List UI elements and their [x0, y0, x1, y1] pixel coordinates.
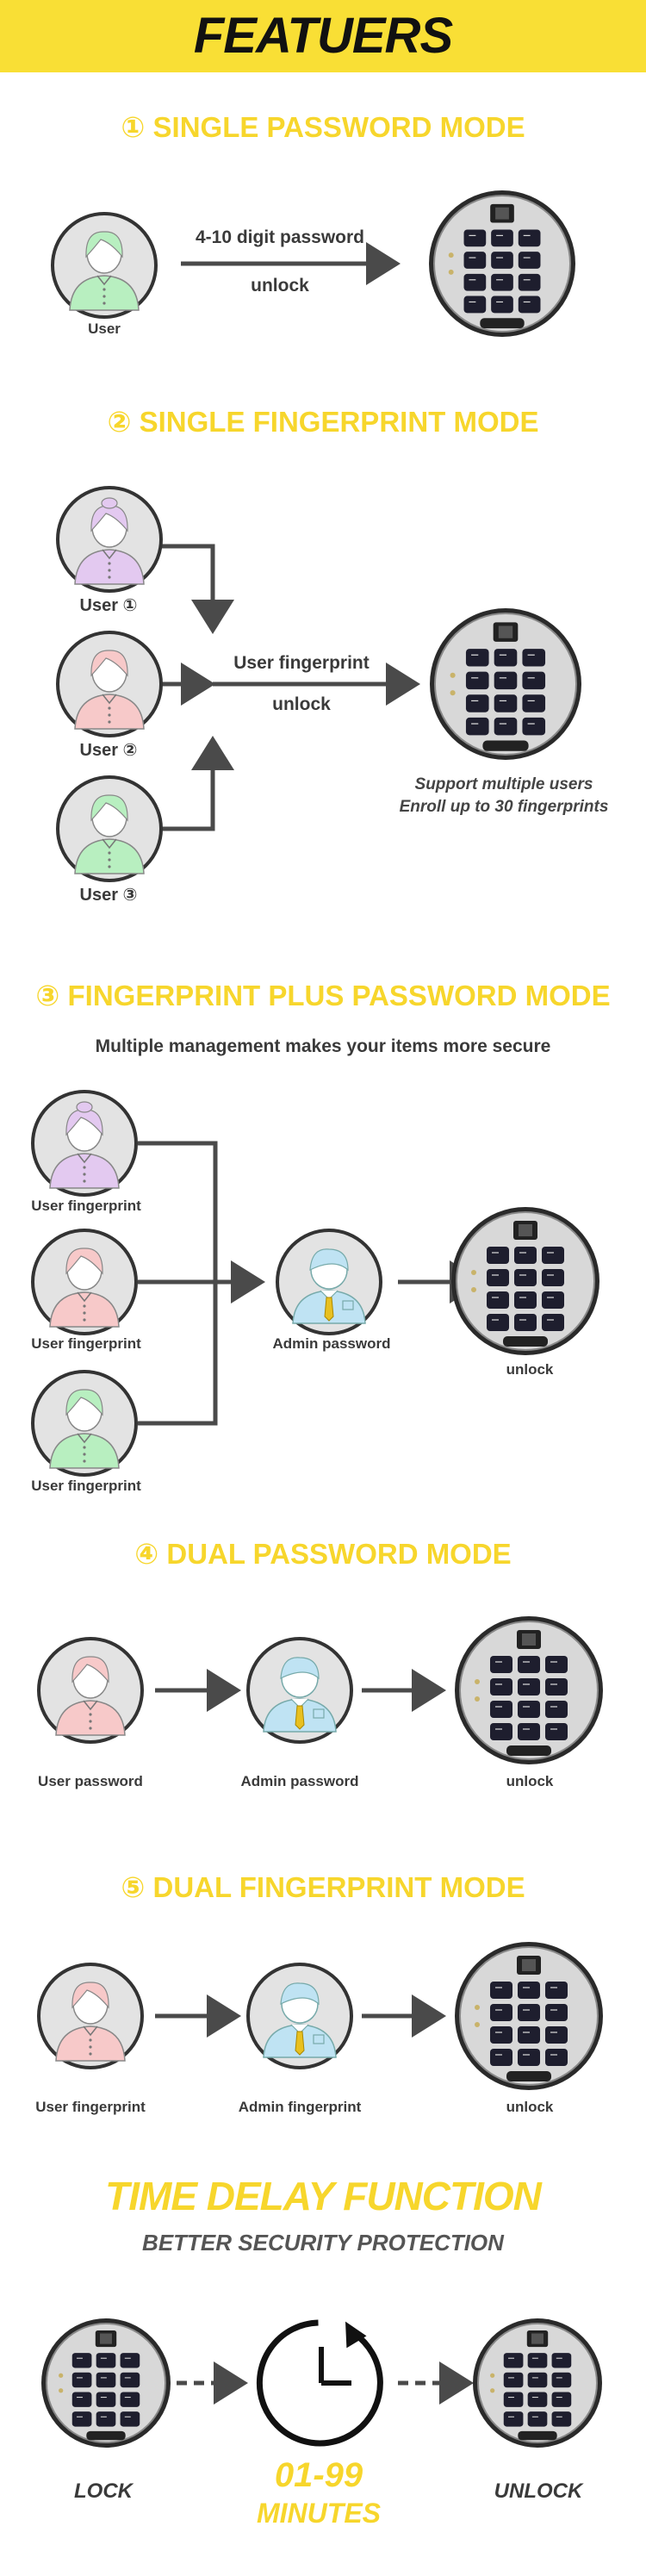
s2-keypad-lock-icon — [430, 608, 581, 760]
s3-unlock-label: unlock — [506, 1361, 554, 1378]
s2-user-1-avatar-icon — [56, 486, 163, 593]
header-banner: FEATUERS — [0, 0, 646, 72]
section-5-title: ⑤ DUAL FINGERPRINT MODE — [121, 1871, 525, 1903]
s2-note-line-1: Support multiple users — [414, 775, 593, 793]
s1-arrow-bottom-label: unlock — [251, 276, 309, 296]
s1-arrow-top-label: 4-10 digit password — [195, 227, 365, 247]
s1-user-avatar-icon — [51, 212, 158, 319]
s2-user-3-label: User ③ — [79, 886, 138, 905]
s5-user-avatar-icon — [37, 1963, 144, 2069]
s4-admin-label: Admin password — [240, 1773, 359, 1789]
s3-admin-label: Admin password — [272, 1335, 391, 1352]
s2-user-2-avatar-icon — [56, 631, 163, 737]
time-delay-unlock-icon — [473, 2318, 602, 2448]
s5-unlock-label: unlock — [506, 2099, 554, 2115]
clock-icon — [256, 2319, 383, 2447]
time-delay-unit: MINUTES — [257, 2498, 381, 2529]
s2-connector-top — [162, 544, 215, 620]
s5-admin-label: Admin fingerprint — [238, 2099, 362, 2115]
s3-admin-avatar-icon — [276, 1229, 382, 1335]
s4-unlock-label: unlock — [506, 1773, 554, 1789]
s3-keypad-lock-icon — [451, 1207, 599, 1355]
section-1-title: ① SINGLE PASSWORD MODE — [121, 111, 525, 143]
s4-admin-avatar-icon — [246, 1637, 353, 1744]
s2-arrow-bottom-label: unlock — [272, 694, 331, 714]
s4-user-label: User password — [38, 1773, 143, 1789]
section-3-subtitle: Multiple management makes your items mor… — [95, 1036, 551, 1056]
s3-user-2-avatar-icon — [31, 1229, 138, 1335]
s5-user-label: User fingerprint — [35, 2099, 146, 2115]
s4-keypad-lock-icon — [455, 1616, 603, 1764]
s3-user-2-label: User fingerprint — [31, 1335, 141, 1352]
time-delay-subtitle: BETTER SECURITY PROTECTION — [142, 2230, 504, 2256]
s3-user-1-label: User fingerprint — [31, 1198, 141, 1214]
page-title: FEATUERS — [193, 8, 453, 64]
time-delay-unlock-label: UNLOCK — [494, 2480, 583, 2503]
s5-keypad-lock-icon — [455, 1942, 603, 2090]
s2-user-2-label: User ② — [79, 741, 138, 760]
time-delay-title: TIME DELAY FUNCTION — [105, 2174, 542, 2218]
icons-layer — [31, 190, 603, 2448]
section-4-title: ④ DUAL PASSWORD MODE — [134, 1538, 512, 1570]
section-3-title: ③ FINGERPRINT PLUS PASSWORD MODE — [35, 980, 611, 1011]
s2-arrow-top-label: User fingerprint — [233, 653, 370, 673]
connector-lines — [138, 242, 484, 2405]
s1-user-label: User — [88, 320, 121, 337]
s3-user-1-avatar-icon — [31, 1090, 138, 1197]
s2-user-3-avatar-icon — [56, 775, 163, 882]
time-delay-lock-label: LOCK — [74, 2480, 133, 2503]
s5-admin-avatar-icon — [246, 1963, 353, 2069]
s4-user-avatar-icon — [37, 1637, 144, 1744]
s3-user-3-avatar-icon — [31, 1370, 138, 1477]
s3-user-3-label: User fingerprint — [31, 1478, 141, 1494]
s2-note-line-2: Enroll up to 30 fingerprints — [399, 798, 609, 816]
section-2-title: ② SINGLE FINGERPRINT MODE — [107, 406, 539, 438]
time-delay-lock-icon — [41, 2318, 171, 2448]
s2-user-1-label: User ① — [79, 596, 138, 615]
s1-keypad-lock-icon — [429, 190, 575, 337]
time-delay-range: 01-99 — [274, 2456, 363, 2494]
s2-connector-bottom — [162, 739, 215, 831]
